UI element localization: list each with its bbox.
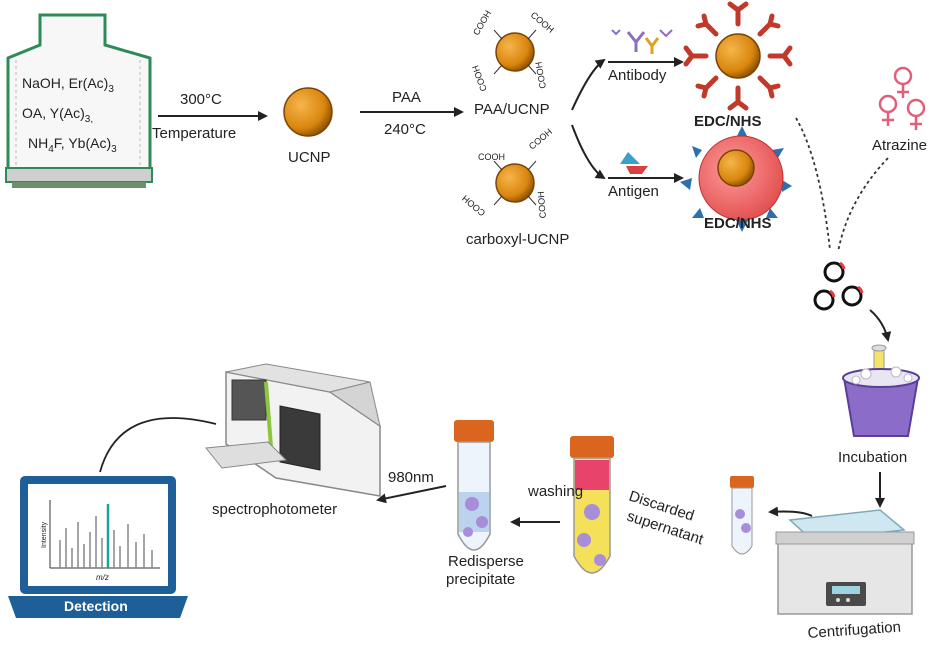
step2-temp: 240°C	[384, 121, 426, 138]
paa-ucnp-label: PAA/UCNP	[474, 101, 550, 118]
laptop-device	[8, 476, 188, 618]
antigen-icon	[620, 152, 648, 174]
spectrum-plot	[49, 500, 160, 569]
ucnp-particle	[283, 87, 333, 137]
cooh-label: COOH	[533, 61, 548, 89]
ucnp-label: UCNP	[288, 149, 331, 166]
dotted-path-atrazine	[837, 157, 889, 253]
atrazine-label: Atrazine	[872, 137, 927, 154]
cooh-label: COOH	[470, 64, 489, 93]
spectrophotometer-label: spectrophotometer	[212, 501, 337, 518]
step1-label: Temperature	[152, 125, 236, 142]
complex-icons	[813, 261, 864, 311]
atrazine-icon	[878, 66, 926, 130]
cooh-label: COOH	[471, 9, 493, 37]
antibody-ucnp-conjugate	[683, 1, 793, 111]
cooh-label: COOH	[478, 152, 505, 162]
incubation-bucket	[842, 344, 920, 437]
antibody-label: Antibody	[608, 67, 667, 84]
redisperse-line-2: precipitate	[446, 571, 515, 588]
wash-tube	[570, 436, 614, 574]
cooh-label: COOH	[460, 193, 487, 218]
reactor-line-1: NaOH, Er(Ac)3	[22, 75, 114, 95]
arrow-to-incubation	[869, 309, 892, 342]
reactor-vessel	[5, 13, 153, 188]
antigen-ucnp-conjugate	[680, 126, 792, 232]
arrow-980nm	[376, 485, 447, 504]
step2-reagent: PAA	[392, 89, 421, 106]
cooh-label: COOH	[536, 191, 548, 219]
centrifugation-label: Centrifugation	[807, 619, 901, 642]
paa-ucnp-carboxyl-groups	[493, 29, 537, 75]
carboxyl-ucnp-label: carboxyl-UCNP	[466, 231, 569, 248]
washing-label: washing	[527, 483, 583, 500]
antibody-icon	[611, 29, 673, 54]
plot-ylabel: Intensity	[41, 521, 48, 548]
dotted-path-antibody	[795, 117, 831, 251]
arrow-discard	[768, 506, 813, 517]
cooh-label: COOH	[527, 127, 554, 152]
edc-nhs-antigen: EDC/NHS	[704, 215, 772, 232]
plot-xlabel: m/z	[96, 573, 109, 582]
centrifuge-machine	[775, 509, 915, 615]
step1-temp: 300°C	[180, 91, 222, 108]
reactor-line-3: NH4F, Yb(Ac)3	[28, 135, 117, 155]
laser-label: 980nm	[388, 469, 434, 486]
cable	[99, 417, 217, 473]
paa-ucnp-particle	[495, 32, 535, 72]
arrow-to-antibody	[571, 58, 606, 111]
redisperse-line-1: Redisperse	[448, 553, 524, 570]
antigen-label: Antigen	[608, 183, 659, 200]
incubation-label: Incubation	[838, 449, 907, 466]
redisperse-tube	[454, 420, 494, 551]
carboxyl-ucnp-groups	[493, 160, 537, 206]
spectrophotometer-machine	[205, 363, 381, 497]
edc-nhs-antibody: EDC/NHS	[694, 113, 762, 130]
carboxyl-ucnp-particle	[495, 163, 535, 203]
reactor-line-2: OA, Y(Ac)3,	[22, 105, 93, 125]
detection-label: Detection	[64, 598, 128, 614]
arrow-to-antigen	[571, 124, 606, 180]
cooh-label: COOH	[529, 10, 556, 35]
small-tube	[730, 476, 754, 555]
